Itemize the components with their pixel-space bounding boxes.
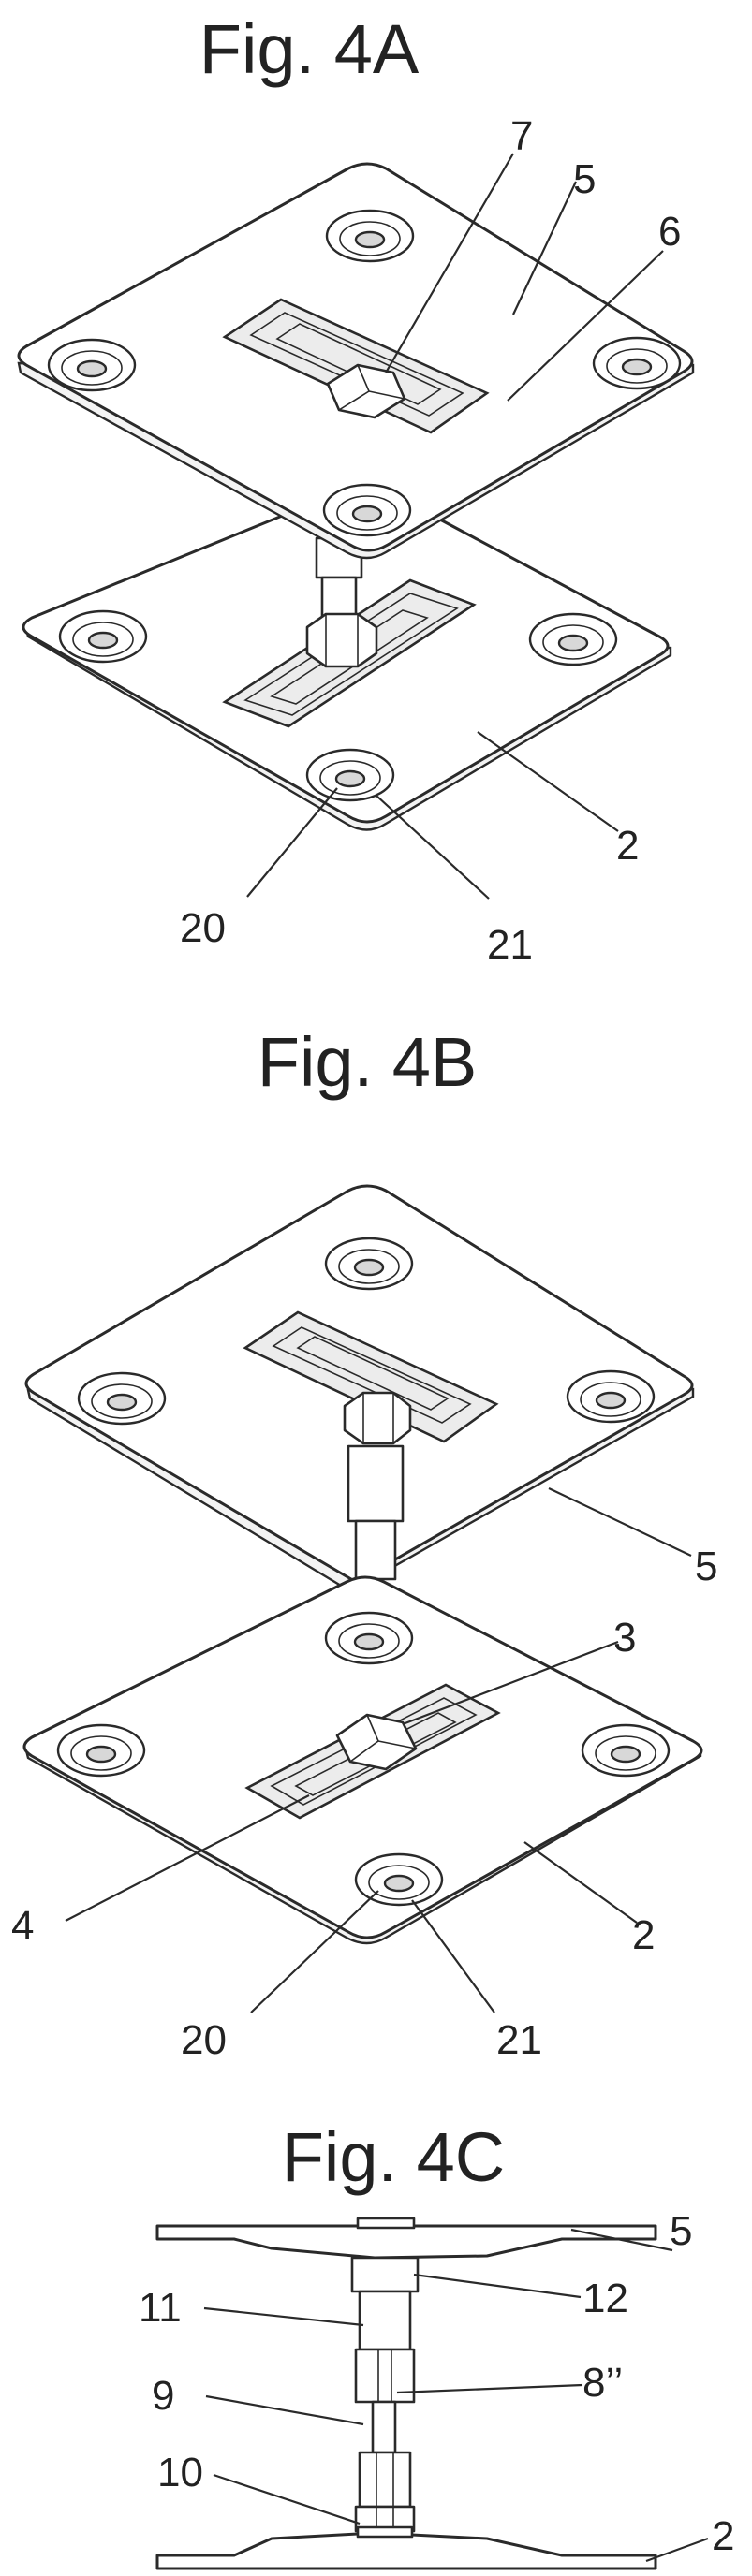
label-20: 20 (180, 905, 226, 951)
figure-4a-title: Fig. 4A (199, 10, 420, 88)
label-21: 21 (487, 922, 533, 968)
label-9: 9 (152, 2373, 174, 2419)
label-7: 7 (510, 113, 533, 159)
label-10: 10 (157, 2450, 203, 2496)
label-4: 4 (11, 1903, 34, 1949)
label-12: 12 (582, 2276, 628, 2321)
support-column (352, 2258, 418, 2531)
side-plate-5 (157, 2218, 656, 2258)
label-20: 20 (181, 2017, 227, 2063)
label-5: 5 (695, 1544, 717, 1589)
label-5: 5 (573, 156, 596, 202)
leader-lines-4c (204, 2230, 708, 2561)
lower-plate-2 (24, 1577, 701, 1943)
label-11: 11 (139, 2285, 182, 2331)
label-21: 21 (496, 2017, 542, 2063)
figure-4c: Fig. 4C (139, 2118, 734, 2569)
figure-4a: Fig. 4A (19, 10, 693, 968)
figure-4b: Fig. 4B (11, 1023, 717, 2063)
label-2: 2 (632, 1912, 655, 1958)
label-5: 5 (670, 2208, 692, 2254)
upper-plate-5 (19, 164, 693, 558)
label-6: 6 (658, 209, 681, 255)
label-2: 2 (712, 2513, 734, 2559)
label-8: 8’’ (582, 2360, 623, 2406)
side-plate-2 (157, 2527, 656, 2569)
label-2: 2 (616, 823, 639, 869)
figure-4b-title: Fig. 4B (258, 1023, 477, 1101)
figure-4c-title: Fig. 4C (282, 2118, 506, 2196)
label-3: 3 (613, 1615, 636, 1661)
